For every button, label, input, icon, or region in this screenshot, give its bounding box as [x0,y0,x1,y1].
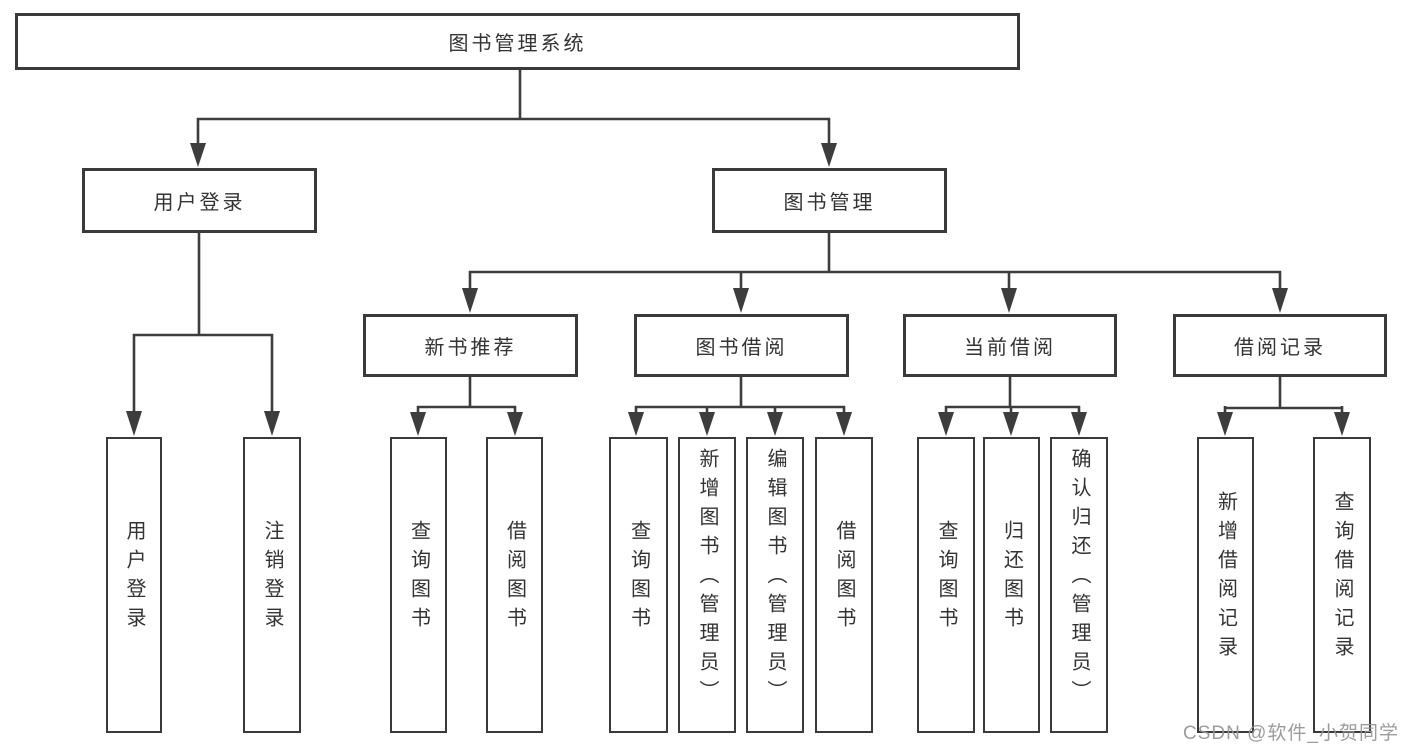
node-borrow-records-label: 借阅记录 [1234,337,1326,359]
node-leaf-return-book: 归还图书 [983,437,1040,733]
node-leaf-query-book-current-label: 查询图书 [935,520,957,636]
node-current-borrow-label: 当前借阅 [964,337,1056,359]
node-leaf-query-book-current: 查询图书 [917,437,975,733]
node-leaf-edit-book: 编辑图书（管理员） [746,437,804,733]
node-leaf-borrow-book-recommend: 借阅图书 [486,437,543,733]
node-book-borrow-label: 图书借阅 [695,337,788,359]
node-leaf-return-book-label: 归还图书 [1000,520,1023,636]
node-user-login: 用户登录 [82,168,317,233]
node-leaf-borrow-book: 借阅图书 [815,437,873,733]
arrowheads [126,143,1350,436]
node-leaf-query-borrow-record: 查询借阅记录 [1313,437,1371,733]
node-leaf-query-book-recommend-label: 查询图书 [407,520,430,636]
node-book-manage-label: 图书管理 [783,192,876,214]
node-current-borrow: 当前借阅 [903,314,1117,377]
node-root-label: 图书管理系统 [448,33,587,55]
node-new-book-recommend-label: 新书推荐 [424,337,517,359]
node-book-borrow: 图书借阅 [634,314,849,377]
node-leaf-logout: 注销登录 [243,437,301,733]
node-leaf-confirm-return-label: 确认归还（管理员） [1068,447,1090,709]
node-leaf-user-login: 用户登录 [106,437,162,733]
node-leaf-add-borrow-record-label: 新增借阅记录 [1214,491,1237,665]
node-user-login-label: 用户登录 [153,192,246,214]
node-leaf-logout-label: 注销登录 [261,520,283,636]
node-leaf-borrow-book-label: 借阅图书 [833,520,855,636]
node-leaf-borrow-book-recommend-label: 借阅图书 [503,520,526,636]
node-leaf-query-book-borrow: 查询图书 [609,437,668,733]
node-book-manage: 图书管理 [712,168,947,233]
watermark: CSDN @软件_小贺同学 [1183,723,1399,744]
node-leaf-query-book-recommend: 查询图书 [390,437,447,733]
node-root: 图书管理系统 [15,13,1020,70]
node-leaf-confirm-return: 确认归还（管理员） [1050,437,1108,733]
node-leaf-add-book: 新增图书（管理员） [678,437,736,733]
node-leaf-add-borrow-record: 新增借阅记录 [1197,437,1254,733]
node-leaf-edit-book-label: 编辑图书（管理员） [764,447,786,709]
node-leaf-user-login-label: 用户登录 [123,520,145,636]
node-leaf-add-book-label: 新增图书（管理员） [696,447,718,709]
node-new-book-recommend: 新书推荐 [363,314,578,377]
node-leaf-query-book-borrow-label: 查询图书 [627,520,650,636]
node-borrow-records: 借阅记录 [1173,314,1387,377]
node-leaf-query-borrow-record-label: 查询借阅记录 [1331,491,1353,665]
